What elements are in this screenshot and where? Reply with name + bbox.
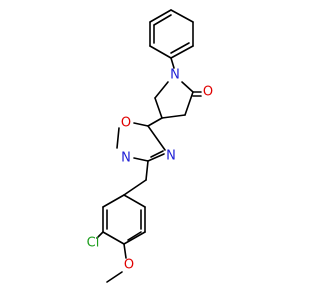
bond-line-17 — [147, 117, 163, 127]
bond-line-22 — [147, 153, 165, 162]
bond-line-0 — [149, 9, 172, 23]
bond-line-27 — [123, 194, 146, 208]
atom-label-layer: N O O N N Cl O — [87, 68, 213, 273]
bond-line-23 — [150, 150, 164, 158]
bond-line-25 — [123, 179, 147, 196]
oxadiazole-nitrogen-label-b: N — [166, 149, 176, 164]
bond-line-20 — [116, 127, 120, 149]
chlorine-label: Cl — [87, 236, 100, 251]
bond-line-12 — [184, 91, 194, 116]
bond-line-1 — [170, 9, 194, 23]
bond-line-6 — [153, 14, 172, 26]
bond-line-10 — [154, 81, 169, 99]
bond-line-30 — [102, 231, 125, 245]
bond-line-36 — [123, 243, 127, 259]
bond-line-3 — [170, 45, 194, 59]
oxadiazole-oxygen-label: O — [121, 116, 131, 131]
oxadiazole-nitrogen-label-a: N — [121, 151, 131, 166]
bond-line-34 — [127, 231, 142, 241]
bond-line-31 — [123, 231, 146, 245]
ketone-oxygen-label: O — [203, 85, 213, 100]
bond-line-9 — [170, 57, 175, 69]
structure-canvas: N O O N N Cl O — [87, 9, 213, 283]
bond-layer — [96, 9, 202, 283]
bond-line-35 — [96, 231, 104, 239]
bond-line-21 — [133, 157, 149, 162]
bond-line-37 — [106, 271, 123, 283]
bond-line-13 — [154, 97, 163, 119]
bond-line-18 — [133, 122, 149, 127]
bond-line-26 — [102, 194, 125, 208]
bond-line-19 — [147, 125, 166, 151]
pyrrolidinone-nitrogen-label: N — [170, 68, 180, 83]
bond-line-24 — [145, 160, 149, 181]
methoxy-oxygen-label: O — [124, 258, 134, 273]
molecule-drawing: N O O N N Cl O — [87, 9, 213, 283]
bond-line-11 — [181, 81, 194, 93]
bond-line-4 — [149, 45, 172, 59]
bond-line-7 — [170, 42, 190, 54]
bond-line-14 — [161, 114, 186, 119]
